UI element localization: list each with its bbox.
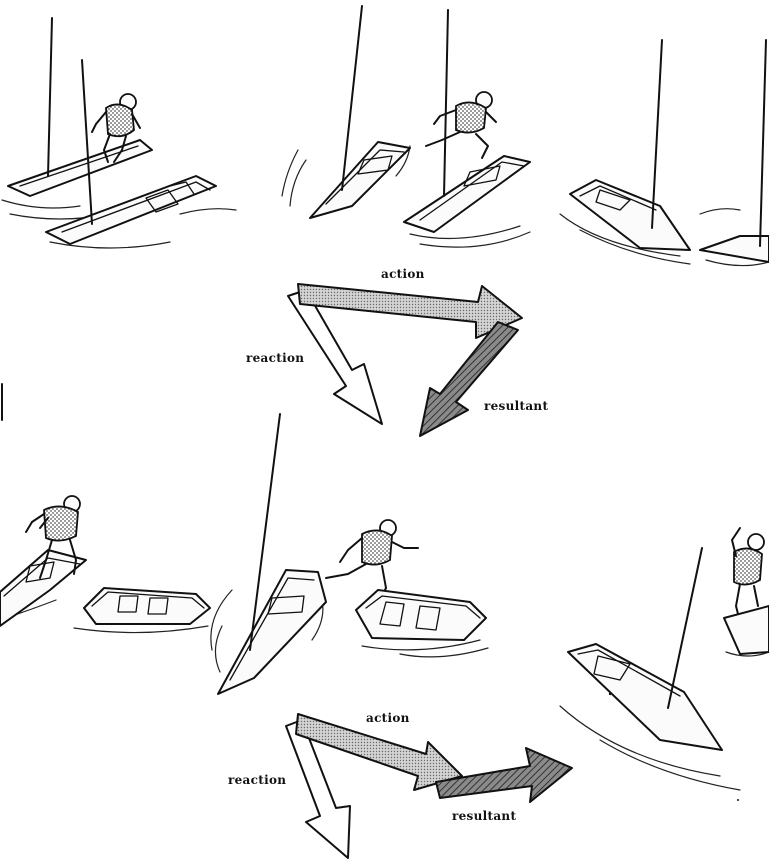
speck	[608, 692, 612, 696]
sailboat-icon	[1, 17, 153, 220]
sailboat-icon	[45, 59, 237, 249]
bottom-action-label: action	[366, 711, 410, 725]
sailboat-icon	[403, 9, 531, 248]
sailboat-icon	[699, 39, 769, 267]
sailboat-icon	[559, 39, 741, 265]
sailboat-icon	[281, 5, 411, 219]
bottom-scene-2	[210, 413, 489, 695]
speck	[737, 799, 739, 801]
sailboat-icon	[210, 413, 327, 695]
rowboat-icon	[73, 587, 211, 634]
bottom-force-diagram: action reaction resultant	[228, 711, 573, 859]
sailboat-icon	[0, 549, 87, 627]
rowboat-icon	[355, 589, 489, 658]
sailor-figure-icon	[425, 91, 497, 159]
sailor-figure-icon	[91, 93, 141, 163]
bottom-reaction-label: reaction	[228, 773, 286, 787]
bottom-scene-1	[0, 383, 211, 634]
bottom-scene-3	[559, 527, 769, 791]
sailor-figure-icon	[731, 527, 765, 623]
rowboat-icon	[723, 605, 769, 657]
top-resultant-label: resultant	[484, 399, 548, 413]
top-action-label: action	[381, 267, 425, 281]
sailor-figure-icon	[325, 519, 419, 605]
top-reaction-label: reaction	[246, 351, 304, 365]
action-arrow-icon	[297, 283, 523, 339]
bottom-resultant-label: resultant	[452, 809, 516, 823]
sailor-figure-icon	[25, 495, 81, 579]
top-scene-1	[1, 17, 237, 249]
sailboat-icon	[559, 547, 741, 791]
top-scene-3	[559, 39, 769, 267]
resultant-arrow-icon	[419, 321, 519, 437]
resultant-arrow-icon	[435, 747, 573, 803]
top-scene-2	[281, 5, 531, 248]
top-force-diagram: action reaction resultant	[246, 267, 548, 437]
